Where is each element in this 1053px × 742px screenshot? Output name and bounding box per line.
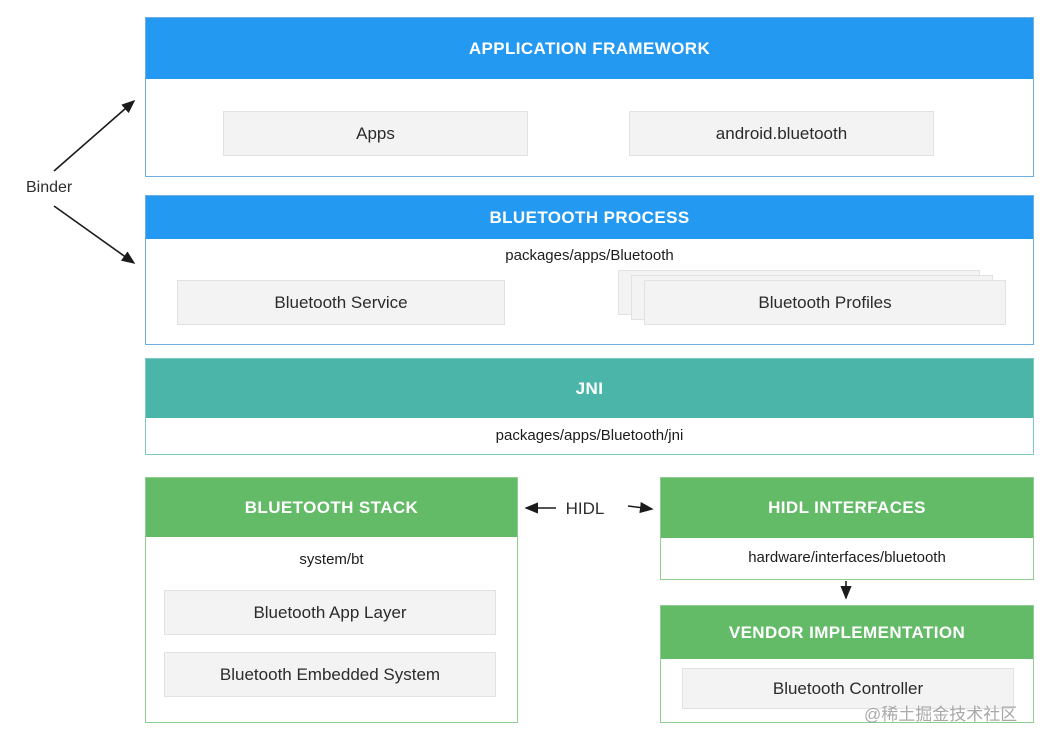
bluetooth-service-box: Bluetooth Service (177, 280, 505, 325)
bluetooth-app-layer-box: Bluetooth App Layer (164, 590, 496, 635)
hidl-interfaces-title: HIDL INTERFACES (661, 478, 1033, 538)
bluetooth-profiles-box: Bluetooth Profiles (644, 280, 1006, 325)
bluetooth-process-title: BLUETOOTH PROCESS (146, 196, 1033, 239)
bluetooth-stack-panel: BLUETOOTH STACK system/bt Bluetooth App … (145, 477, 518, 723)
android-bluetooth-box: android.bluetooth (629, 111, 934, 156)
hidl-arrow-right-icon (627, 501, 654, 514)
hidl-interfaces-panel: HIDL INTERFACES hardware/interfaces/blue… (660, 477, 1034, 580)
application-framework-panel: APPLICATION FRAMEWORK Apps android.bluet… (145, 17, 1034, 177)
jni-panel: JNI packages/apps/Bluetooth/jni (145, 358, 1034, 455)
hidl-label: HIDL (565, 499, 605, 518)
jni-path: packages/apps/Bluetooth/jni (495, 427, 684, 444)
application-framework-title: APPLICATION FRAMEWORK (146, 18, 1033, 79)
hidl-interfaces-path: hardware/interfaces/bluetooth (748, 549, 946, 566)
bluetooth-process-panel: BLUETOOTH PROCESS packages/apps/Bluetoot… (145, 195, 1034, 345)
bluetooth-embedded-system-box: Bluetooth Embedded System (164, 652, 496, 697)
binder-arrow-to-framework-icon (53, 99, 136, 172)
vendor-implementation-title: VENDOR IMPLEMENTATION (661, 606, 1033, 659)
bluetooth-stack-path: system/bt (299, 551, 364, 568)
bluetooth-process-path: packages/apps/Bluetooth (505, 247, 674, 264)
watermark: @稀土掘金技术社区 (864, 705, 1018, 724)
jni-title: JNI (146, 359, 1033, 418)
bluetooth-controller-box: Bluetooth Controller (682, 668, 1014, 709)
bluetooth-stack-title: BLUETOOTH STACK (146, 478, 517, 537)
binder-arrow-to-process-icon (53, 205, 136, 264)
apps-box: Apps (223, 111, 528, 156)
vendor-implementation-panel: VENDOR IMPLEMENTATION Bluetooth Controll… (660, 605, 1034, 723)
binder-label: Binder (26, 179, 73, 196)
